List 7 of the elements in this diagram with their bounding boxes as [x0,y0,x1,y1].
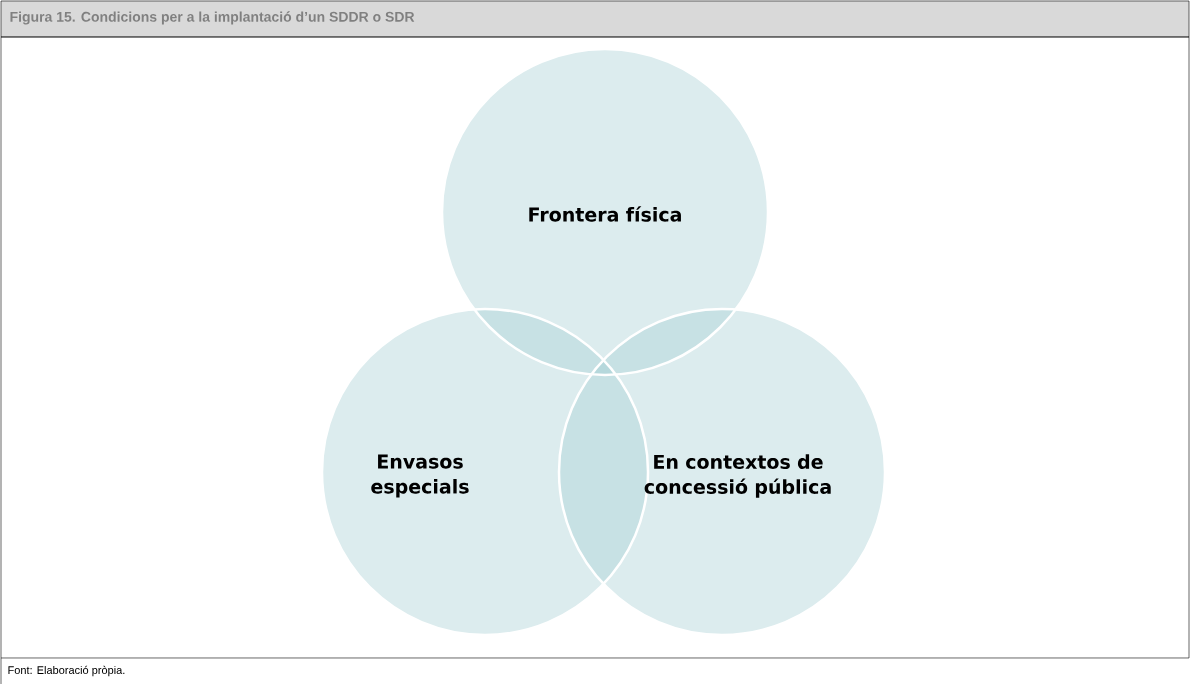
source-note: Font: Elaboració pròpia. [8,665,125,677]
circle-label: Envasos especials [371,454,469,498]
venn-circle [557,307,887,637]
circle-label: En contextos de concessió pública [644,454,831,498]
circle-label: Frontera física [529,206,681,222]
figure-title: Figura 15. Condicions per a la implantació d’un SDDR o SDR [10,11,415,25]
venn-circle [440,47,770,377]
